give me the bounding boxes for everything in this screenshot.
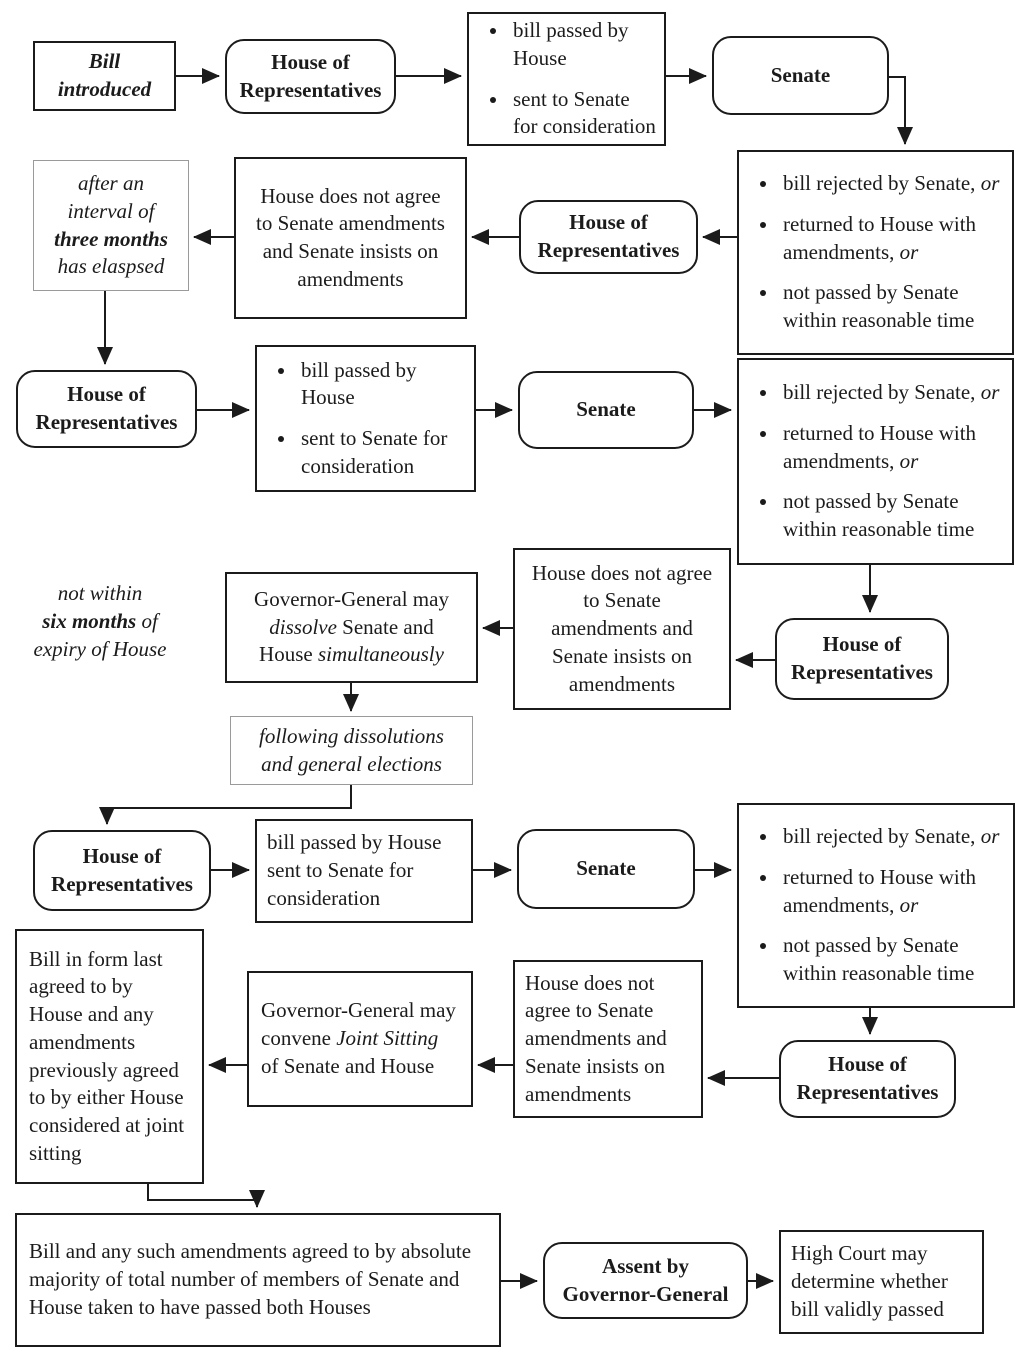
bullet-item: returned to House with amendments, or bbox=[779, 420, 1004, 475]
rejected-2-list: bill rejected by Senate, or returned to H… bbox=[747, 379, 1004, 544]
bullet-item: returned to House with amendments, or bbox=[779, 864, 1005, 919]
node-bill-introduced: Bill introduced bbox=[33, 41, 176, 111]
bullet-item: bill rejected by Senate, or bbox=[779, 823, 1005, 851]
node-passed-2: bill passed by House sent to Senate for c… bbox=[255, 345, 476, 492]
bullet-item: not passed by Senate within reasonable t… bbox=[779, 488, 1004, 543]
node-house-reps-5: House of Representatives bbox=[33, 830, 211, 911]
bullet-item: bill rejected by Senate, or bbox=[779, 379, 1004, 407]
node-house-reps-1: House of Representatives bbox=[225, 39, 396, 114]
node-rejected-2: bill rejected by Senate, or returned to H… bbox=[737, 358, 1014, 565]
passed-2-list: bill passed by House sent to Senate for c… bbox=[265, 357, 466, 481]
bullet-item: not passed by Senate within reasonable t… bbox=[779, 932, 1005, 987]
node-house-reps-6: House of Representatives bbox=[779, 1040, 956, 1118]
node-majority: Bill and any such amendments agreed to b… bbox=[15, 1213, 501, 1347]
node-house-reps-2: House of Representatives bbox=[519, 200, 698, 274]
bill-introduced-label: Bill introduced bbox=[57, 49, 152, 101]
rejected-3-list: bill rejected by Senate, or returned to H… bbox=[747, 823, 1005, 988]
node-not-agree-2: House does not agree to Senate amendment… bbox=[513, 548, 731, 710]
node-house-reps-3: House of Representatives bbox=[16, 370, 197, 448]
node-senate-3: Senate bbox=[517, 829, 695, 909]
bullet-item: bill passed by House bbox=[297, 357, 466, 412]
arrow-senate1-to-rejected1 bbox=[889, 76, 913, 145]
gg-joint-sitting-label: Governor-General may convene Joint Sitti… bbox=[261, 998, 456, 1078]
bullet-item: bill passed by House bbox=[509, 17, 656, 72]
node-rejected-1: bill rejected by Senate, or returned to H… bbox=[737, 150, 1014, 355]
node-assent: Assent by Governor-General bbox=[543, 1242, 748, 1319]
arrow-billform-to-majority bbox=[147, 1184, 265, 1208]
node-bill-in-form: Bill in form last agreed to by House and… bbox=[15, 929, 204, 1184]
bullet-item: sent to Senate for consideration bbox=[509, 86, 656, 141]
bullet-item: sent to Senate for consideration bbox=[297, 425, 466, 480]
node-not-agree-3: House does not agree to Senate amendment… bbox=[513, 960, 703, 1118]
bullet-item: returned to House with amendments, or bbox=[779, 211, 1004, 266]
rejected-1-list: bill rejected by Senate, or returned to H… bbox=[747, 170, 1004, 335]
bullet-item: bill rejected by Senate, or bbox=[779, 170, 1004, 198]
node-house-reps-4: House of Representatives bbox=[775, 618, 949, 700]
node-passed-3: bill passed by House sent to Senate for … bbox=[255, 819, 473, 923]
node-rejected-3: bill rejected by Senate, or returned to H… bbox=[737, 803, 1015, 1008]
node-not-agree-1: House does not agree to Senate amendment… bbox=[234, 157, 467, 319]
bullet-item: not passed by Senate within reasonable t… bbox=[779, 279, 1004, 334]
node-senate-1: Senate bbox=[712, 36, 889, 115]
node-passed-1: bill passed by House sent to Senate for c… bbox=[467, 12, 666, 146]
node-senate-2: Senate bbox=[518, 371, 694, 449]
node-gg-joint-sitting: Governor-General may convene Joint Sitti… bbox=[247, 971, 473, 1107]
passed-1-list: bill passed by House sent to Senate for c… bbox=[477, 17, 656, 141]
node-high-court: High Court may determine whether bill va… bbox=[779, 1230, 984, 1334]
